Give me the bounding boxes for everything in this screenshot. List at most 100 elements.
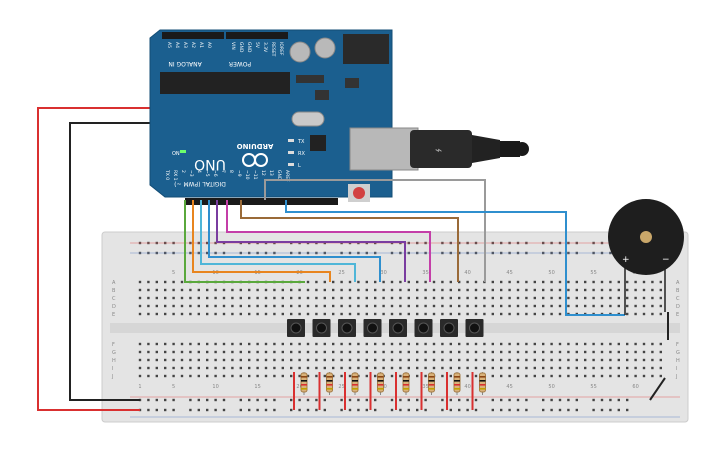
hole — [239, 296, 242, 300]
hole — [626, 342, 629, 346]
hole — [390, 366, 394, 370]
hole — [390, 288, 394, 292]
column-number: 20 — [296, 384, 302, 390]
hole — [399, 312, 402, 316]
hole — [592, 288, 595, 292]
resistor-band — [403, 384, 409, 386]
resistor-body — [402, 372, 410, 393]
hole — [533, 280, 536, 284]
hole — [264, 312, 268, 316]
rail-hole — [609, 398, 612, 402]
hole — [542, 296, 545, 300]
resistor-band — [377, 384, 384, 386]
hole — [575, 350, 578, 354]
hole — [222, 304, 226, 308]
hole — [575, 304, 578, 308]
hole — [374, 304, 377, 308]
column-number: 35 — [422, 270, 428, 276]
hole — [256, 374, 259, 378]
hole — [542, 304, 545, 308]
hole — [491, 350, 494, 354]
hole — [206, 350, 209, 354]
hole — [424, 374, 427, 378]
hole — [483, 342, 486, 346]
usb-port — [349, 127, 419, 171]
rail-hole — [617, 408, 620, 412]
hole — [390, 296, 394, 300]
hole — [357, 312, 360, 316]
hole — [642, 312, 646, 316]
rail-hole — [197, 398, 200, 402]
hole — [584, 288, 587, 292]
hole — [642, 296, 646, 300]
hole — [407, 350, 410, 354]
analog-in-label: ANALOG IN — [168, 60, 201, 67]
pin-label: ~3 — [188, 170, 194, 177]
hole — [138, 350, 142, 354]
pin-label: 8 — [228, 170, 234, 173]
rail-hole — [306, 398, 310, 402]
hole — [584, 374, 587, 378]
row-letter: B — [676, 288, 680, 294]
hole — [239, 342, 242, 346]
hole — [222, 350, 226, 354]
hole — [164, 304, 167, 308]
hole — [449, 342, 452, 346]
column-number: 35 — [422, 384, 428, 390]
hole — [542, 312, 545, 316]
hole — [273, 312, 276, 316]
column-number: 10 — [212, 384, 218, 390]
pushbutton-cap — [290, 322, 302, 334]
hole — [567, 350, 570, 354]
pin-label: IOREF — [278, 42, 284, 56]
hole — [231, 296, 234, 300]
rail-hole — [273, 408, 276, 412]
hole — [172, 312, 175, 316]
hole — [659, 342, 662, 346]
hole — [474, 374, 478, 378]
hole — [500, 358, 503, 362]
hole — [332, 288, 335, 292]
hole — [550, 288, 553, 292]
hole — [441, 366, 444, 370]
hole — [458, 304, 461, 308]
hole — [558, 288, 562, 292]
wire-magenta — [226, 200, 431, 282]
rail-hole — [399, 408, 402, 412]
hole — [164, 288, 167, 292]
hole — [458, 366, 461, 370]
hole — [147, 358, 150, 362]
wire-orange — [192, 200, 331, 282]
hole — [466, 280, 469, 284]
hole — [584, 342, 587, 346]
hole — [533, 358, 536, 362]
hole — [617, 304, 620, 308]
hole — [491, 304, 494, 308]
hole — [626, 288, 629, 292]
hole — [651, 312, 654, 316]
rail-hole — [256, 408, 259, 412]
row-letter: F — [112, 342, 115, 348]
terminal-strip-bottom — [138, 342, 662, 378]
hole — [256, 304, 259, 308]
rail-hole — [458, 398, 461, 402]
resistor-band — [479, 380, 486, 382]
hole — [348, 288, 352, 292]
hole — [315, 366, 318, 370]
hole — [180, 366, 184, 370]
wire-blue — [208, 200, 381, 282]
hole — [315, 296, 318, 300]
hole — [281, 350, 284, 354]
hole — [374, 288, 377, 292]
rail-hole — [609, 408, 612, 412]
hole — [651, 304, 654, 308]
hole — [474, 358, 478, 362]
hole — [634, 358, 637, 362]
hole — [147, 296, 150, 300]
hole — [500, 350, 503, 354]
buzzer-minus-label: − — [662, 255, 670, 265]
resistor-band — [428, 388, 435, 390]
rail-hole — [189, 408, 192, 412]
hole — [516, 296, 520, 300]
